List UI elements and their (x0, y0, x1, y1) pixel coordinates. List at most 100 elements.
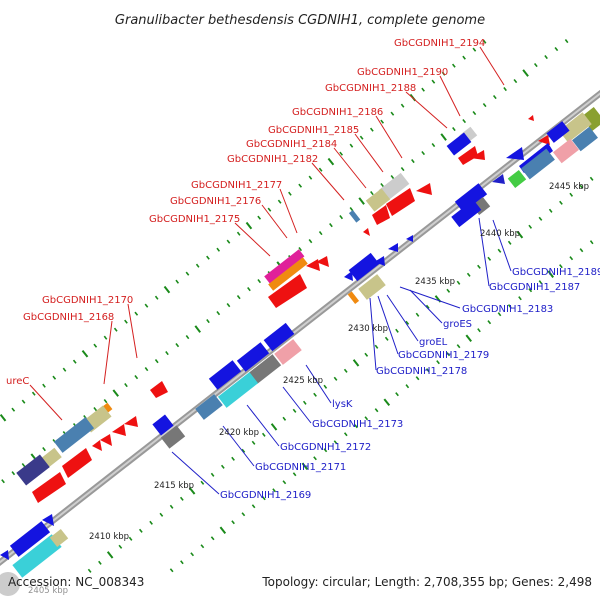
tick-dot (528, 224, 533, 229)
tick-dot (301, 462, 309, 471)
tick-dot (374, 408, 379, 413)
tick-dot (251, 504, 256, 509)
tick-dot (113, 327, 118, 332)
tick-dot (538, 280, 543, 285)
scale-label-2435: 2435 kbp (415, 277, 455, 287)
tick-dot (358, 197, 365, 205)
gene-feature-gray-2169 (160, 425, 186, 449)
tick-dot (267, 207, 272, 212)
gene-feature-red-2186 (386, 188, 415, 216)
leader-line-lysk (305, 364, 332, 404)
tick-dot (87, 568, 92, 573)
tick-dot (11, 407, 16, 412)
tick-dot (589, 176, 594, 181)
tick-dot (188, 487, 196, 495)
gene-feature-blue-2187 (451, 199, 482, 228)
tick-dot (245, 221, 253, 230)
tick-dot (81, 349, 89, 358)
leader-line-2183 (399, 286, 461, 309)
tick-dot (282, 416, 287, 421)
tick-dot (0, 413, 7, 422)
gene-feature-blue (546, 121, 570, 143)
leader-line-groel (386, 294, 419, 342)
tick-dot (21, 399, 26, 404)
tick-dot (462, 55, 466, 60)
gene-label-groel: groEL (419, 337, 448, 348)
tick-dot (292, 472, 297, 477)
gene-label-2189: GbCGDNIH1_2189 (512, 267, 600, 278)
tick-dot (288, 191, 292, 196)
tick-dot (206, 319, 210, 324)
tick-dot (411, 159, 415, 164)
gene-feature-red-2170 (150, 381, 168, 398)
gene-feature-steel-urec (53, 417, 95, 453)
scale-label-2410: 2410 kbp (89, 532, 129, 542)
tick-dot (528, 288, 533, 293)
tick-dot (579, 184, 584, 189)
tick-dot (169, 568, 174, 573)
tick-dot (282, 480, 287, 485)
tick-dot (446, 352, 451, 357)
tick-dot (380, 182, 385, 188)
tick-dot (220, 464, 225, 469)
tick-dot (425, 368, 430, 373)
tick-dot (308, 239, 313, 244)
tick-dot (42, 383, 46, 388)
tick-dot (507, 304, 512, 309)
tick-dot (487, 320, 492, 325)
forward-labels: GbCGDNIH1_2194 GbCGDNIH1_2190 GbCGDNIH1_… (6, 38, 485, 387)
tick-dot (231, 456, 235, 461)
leader-line-2184 (333, 147, 367, 189)
tick-dot (144, 303, 149, 308)
tick-dot (421, 87, 425, 92)
genome-backbone-highlight (0, 92, 600, 564)
tick-dot (93, 343, 98, 348)
gene-feature-red-arrow11 (112, 424, 126, 436)
tick-dot (21, 463, 26, 468)
tick-dot (497, 312, 502, 317)
tick-marks (0, 39, 594, 573)
tick-dot (333, 376, 338, 381)
tick-dot (333, 440, 338, 445)
gene-feature-blue-2169 (152, 414, 174, 436)
gene-feature-red (538, 135, 550, 145)
tick-dot (241, 512, 246, 517)
leader-line-2190 (439, 75, 461, 117)
tick-dot (106, 551, 114, 559)
gene-feature-navy-urec (16, 454, 50, 486)
gene-feature-cyan-2172 (217, 372, 259, 408)
tick-dot (456, 344, 461, 349)
tick-dot (339, 215, 344, 220)
tick-dot (343, 432, 348, 437)
tick-dot (236, 295, 241, 300)
tick-dot (154, 359, 159, 364)
tick-dot (190, 552, 195, 557)
tick-dot (415, 312, 420, 317)
tick-dot (349, 207, 354, 212)
tick-dot (354, 424, 358, 429)
tick-dot (516, 230, 524, 239)
gene-label-2194: GbCGDNIH1_2194 (394, 38, 485, 49)
tick-dot (369, 127, 374, 132)
tick-dot (72, 359, 77, 364)
gene-label-2187: GbCGDNIH1_2187 (489, 282, 580, 293)
tick-dot (226, 239, 231, 244)
tick-dot (292, 408, 297, 413)
tick-dot (195, 263, 200, 268)
tick-dot (313, 456, 317, 461)
tick-dot (364, 416, 369, 421)
gene-feature-blue-arrow12 (0, 550, 9, 560)
tick-dot (579, 248, 584, 253)
tick-dot (270, 423, 278, 431)
tick-dot (497, 248, 502, 253)
gene-feature-blue-arrow8 (374, 256, 385, 266)
tick-dot (231, 520, 235, 525)
tick-dot (400, 166, 405, 172)
leader-line-2185 (354, 133, 384, 173)
gene-feature-blue (263, 322, 295, 352)
gene-feature-cyan-2410 (12, 534, 62, 578)
gene-feature-green (507, 169, 527, 189)
tick-dot (569, 256, 574, 261)
tick-dot (261, 496, 266, 501)
